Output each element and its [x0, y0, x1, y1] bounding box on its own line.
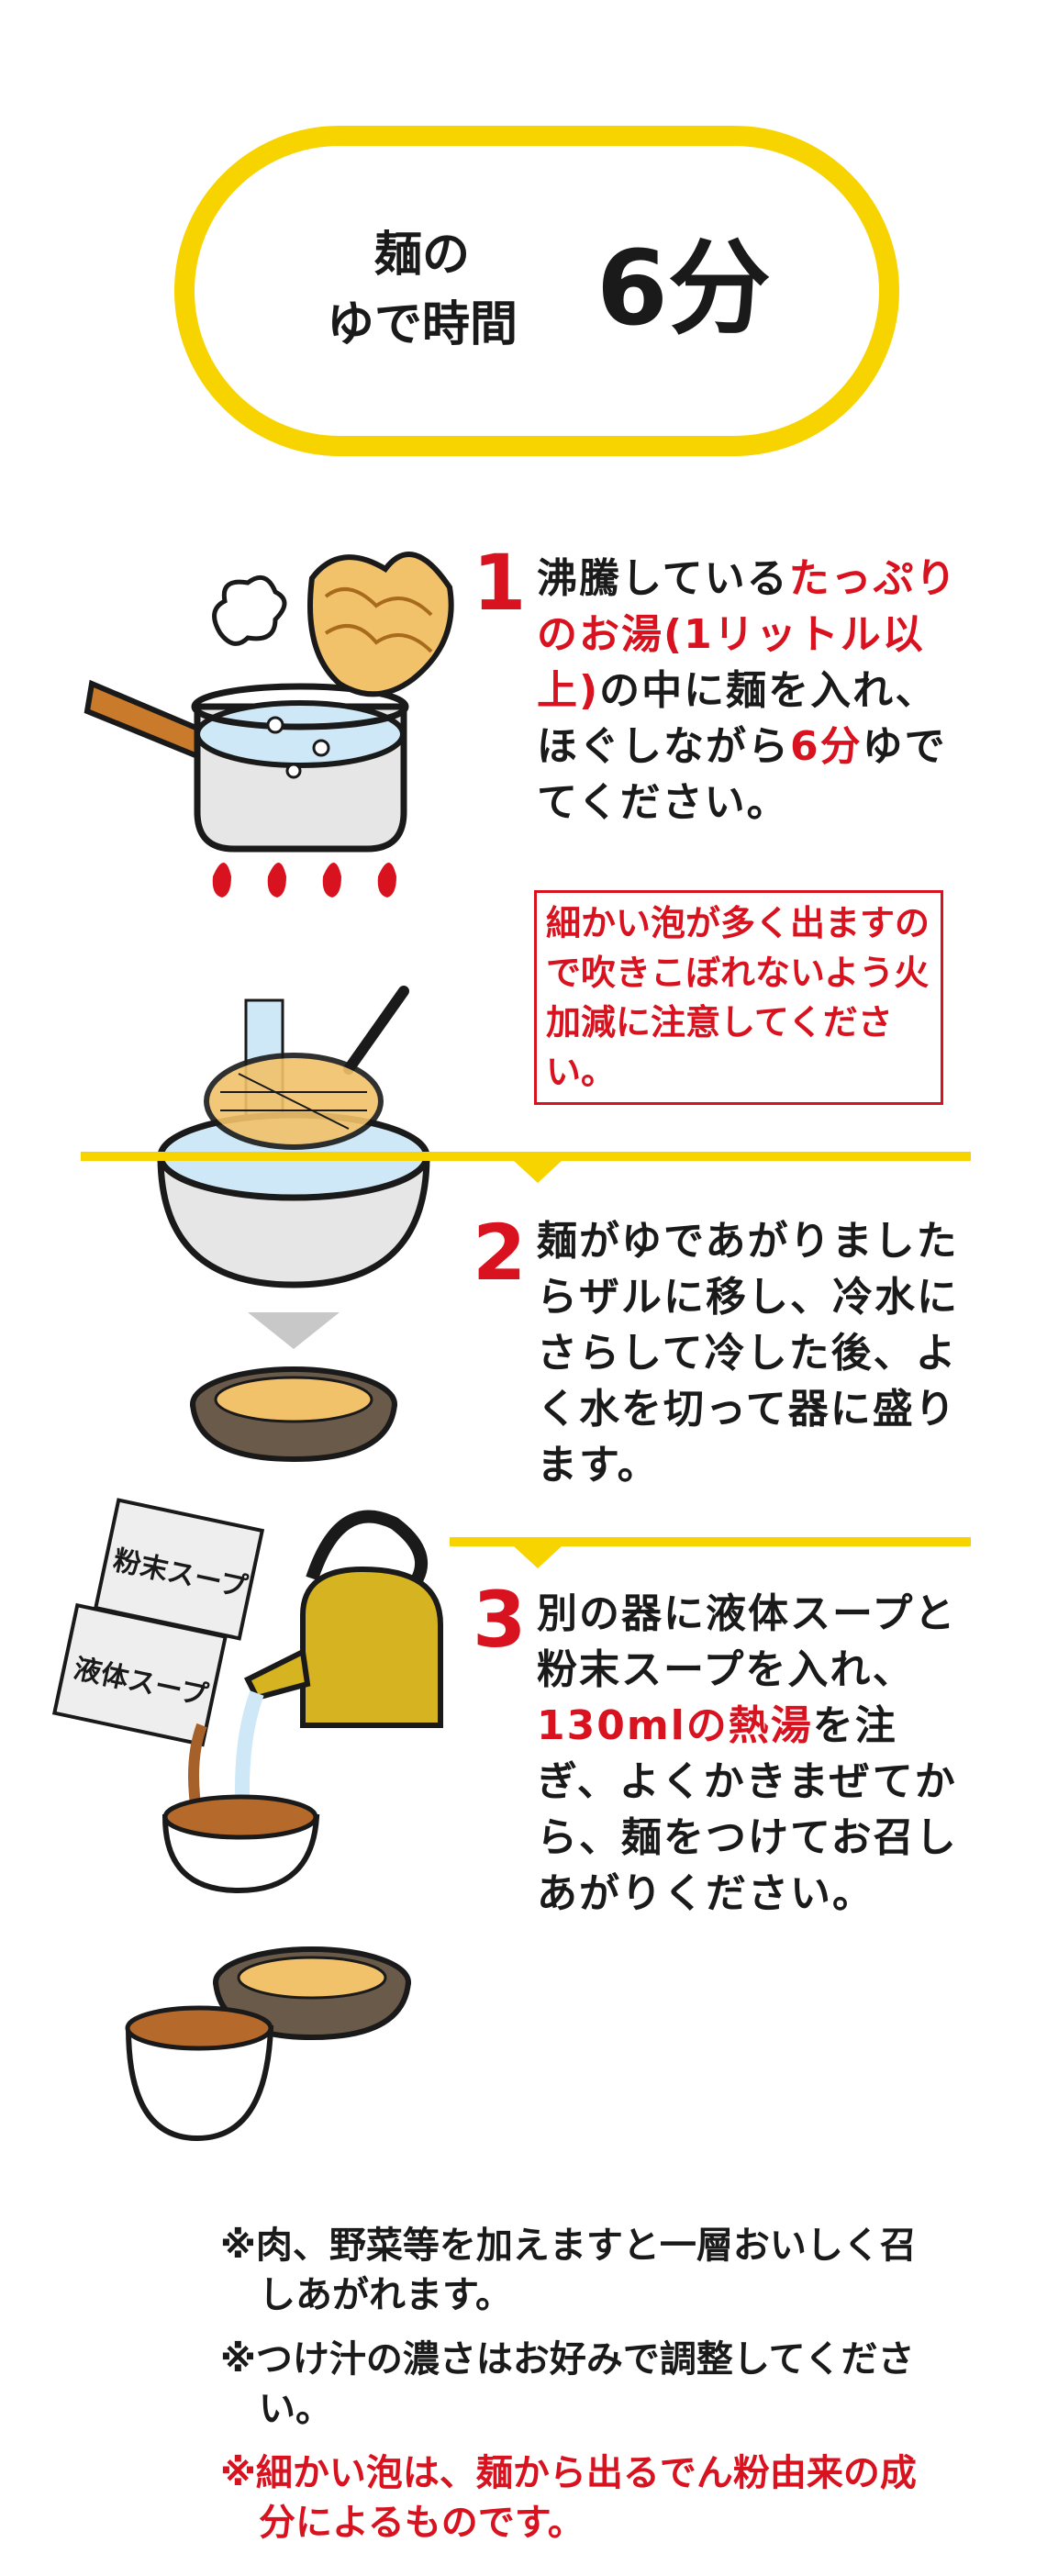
step-1-text-e: ゆでてください。 [537, 723, 947, 826]
step-3-text-c: を注ぎ、よくかきまぜてから、麺をつけてお召しあがりください。 [537, 1702, 958, 1917]
divider-2 [450, 1537, 971, 1546]
cooking-time-label-line2: ゆで時間 [326, 297, 518, 352]
step-3-text: 別の器に液体スープと粉末スープを入れ、 130mlの熱湯を注ぎ、よくかきまぜてから… [537, 1586, 968, 1922]
divider-1-notch [514, 1161, 562, 1183]
footnote-3: ※細かい泡は、麺から出るでん粉由来の成分によるものです。 [220, 2452, 917, 2544]
strainer-bowl-illustration [157, 986, 430, 1463]
step-1-text-d: 6分 [790, 723, 863, 770]
soup-preparation-illustration [51, 1498, 443, 2142]
divider-1 [81, 1152, 971, 1161]
step-1-text-c: の中に麺を入れ、ほぐしながら [537, 667, 938, 770]
footnote-2: ※つけ汁の濃さはお好みで調整してください。 [220, 2338, 915, 2430]
step-3-text-a: 別の器に液体スープと粉末スープを入れ、 [537, 1590, 957, 1693]
cooking-time-value: 6分 [596, 229, 771, 349]
step-2-text: 麺がゆであがりましたらザルに移し、冷水にさらして冷した後、よく水を切って器に盛り… [537, 1218, 959, 1489]
step-3-text-b: 130mlの熱湯 [537, 1702, 813, 1749]
cooking-time-label: 麺の ゆで時間 [294, 220, 551, 360]
step-1-text-b: たっぷりのお湯(1リットル以上) [537, 555, 958, 714]
footnote-1: ※肉、野菜等を加えますと一層おいしく召しあがれます。 [220, 2225, 917, 2316]
boiling-pot-illustration [84, 552, 454, 898]
step-1-warning: 細かい泡が多く出ますので吹きこぼれないよう火加減に注意してください。 [534, 890, 943, 1105]
divider-2-notch [514, 1546, 562, 1568]
step-1-number: 1 [473, 538, 527, 628]
step-1-text-a: 沸騰している [537, 555, 789, 602]
step-3-number: 3 [473, 1575, 527, 1665]
cooking-time-label-line1: 麺の [373, 228, 470, 283]
step-2-number: 2 [473, 1208, 527, 1298]
step-1-text: 沸騰しているたっぷりのお湯(1リットル以上)の中に麺を入れ、ほぐしながら6分ゆで… [537, 551, 968, 831]
footnotes: ※肉、野菜等を加えますと一層おいしく召しあがれます。 ※つけ汁の濃さはお好みで調… [220, 2221, 918, 2562]
